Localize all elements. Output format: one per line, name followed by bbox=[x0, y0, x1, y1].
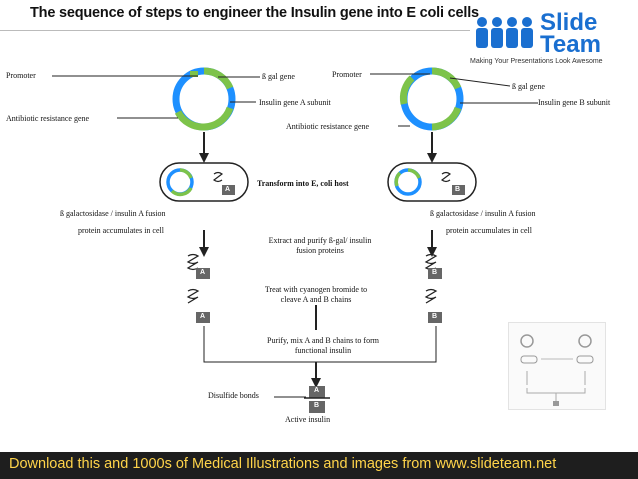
logo-tagline: Making Your Presentations Look Awesome bbox=[470, 58, 603, 65]
active-insulin bbox=[274, 386, 330, 413]
title-divider bbox=[0, 30, 470, 31]
chip-a-fusion-2: A bbox=[200, 313, 206, 320]
insulin-diagram bbox=[52, 67, 538, 413]
footer-banner[interactable]: Download this and 1000s of Medical Illus… bbox=[0, 452, 638, 479]
chip-a-fusion-1: A bbox=[200, 269, 206, 276]
step-purify: Purify, mix A and B chains to form funct… bbox=[248, 336, 398, 356]
label-fusion-right-2: protein accumulates in cell bbox=[446, 226, 532, 235]
step-cyanogen-line-1: Treat with cyanogen bromide to bbox=[264, 285, 368, 294]
step-cyanogen-line-2: cleave A and B chains bbox=[280, 295, 352, 304]
label-insulin-a: Insulin gene A subunit bbox=[259, 98, 331, 107]
leader-lines bbox=[52, 73, 538, 127]
insulin-chain-b: B bbox=[314, 402, 320, 409]
label-promoter-left: Promoter bbox=[6, 71, 36, 80]
label-antibiotic-right: Antibiotic resistance gene bbox=[286, 122, 370, 131]
label-disulfide: Disulfide bonds bbox=[208, 391, 259, 400]
chip-b-cell: B bbox=[455, 186, 461, 193]
chip-b-fusion-1: B bbox=[432, 269, 438, 276]
label-beta-gal-right: ß gal gene bbox=[512, 82, 545, 91]
label-insulin-b: Insulin gene B subunit bbox=[538, 98, 611, 107]
label-beta-gal-left: ß gal gene bbox=[262, 72, 295, 81]
label-fusion-left-1: ß galactosidase / insulin A fusion bbox=[60, 209, 166, 218]
plasmid-a bbox=[172, 67, 236, 131]
merge-lines bbox=[203, 326, 437, 363]
people-icon bbox=[476, 17, 533, 48]
fusion-protein-b bbox=[424, 253, 442, 323]
ecoli-cell-a bbox=[159, 162, 249, 202]
footer-text[interactable]: Download this and 1000s of Medical Illus… bbox=[9, 456, 557, 472]
step-extract-line-1: Extract and purify ß-gal/ insulin bbox=[268, 236, 372, 245]
logo-line-2: Team bbox=[540, 31, 601, 58]
page-title: The sequence of steps to engineer the In… bbox=[30, 5, 479, 21]
label-fusion-right-1: ß galactosidase / insulin A fusion bbox=[430, 209, 536, 218]
label-fusion-left-2: protein accumulates in cell bbox=[78, 226, 164, 235]
plasmid-b bbox=[399, 67, 464, 131]
fusion-protein-a bbox=[186, 253, 210, 323]
label-active-insulin: Active insulin bbox=[285, 415, 331, 424]
insulin-chain-a: A bbox=[314, 387, 320, 394]
step-purify-line-2: functional insulin bbox=[294, 346, 352, 355]
step-purify-line-1: Purify, mix A and B chains to form bbox=[267, 336, 379, 345]
logo-wordmark: Slide Team bbox=[540, 9, 601, 58]
step-cyanogen: Treat with cyanogen bromide to cleave A … bbox=[246, 285, 386, 305]
slide-thumbnail bbox=[508, 322, 606, 410]
chip-b-fusion-2: B bbox=[432, 313, 438, 320]
chip-a-cell: A bbox=[225, 186, 231, 193]
step-extract-line-2: fusion proteins bbox=[296, 246, 344, 255]
step-transform: Transform into E, coli host bbox=[257, 179, 349, 188]
ecoli-cell-b bbox=[387, 162, 477, 202]
label-promoter-right: Promoter bbox=[332, 70, 362, 79]
logo-line-1: Slide bbox=[540, 9, 598, 36]
label-antibiotic-left: Antibiotic resistance gene bbox=[6, 114, 90, 123]
step-extract: Extract and purify ß-gal/ insulin fusion… bbox=[250, 236, 390, 256]
slideteam-logo bbox=[476, 17, 533, 48]
